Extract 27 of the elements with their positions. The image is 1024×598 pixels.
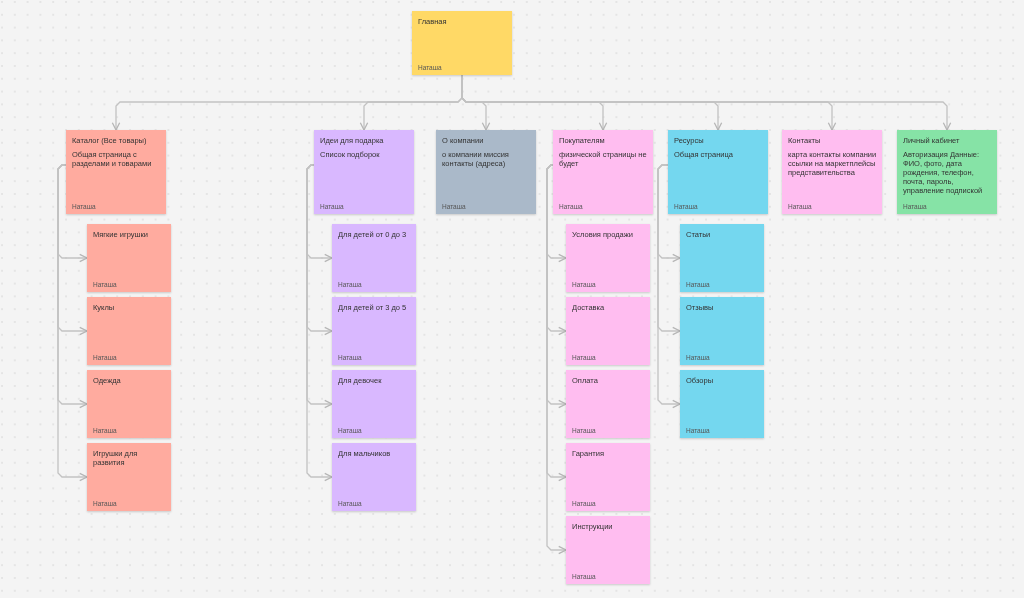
- sticky-note: [412, 11, 512, 75]
- sticky-note: [87, 297, 171, 365]
- sticky-note: [680, 224, 764, 292]
- sticky-note: [566, 370, 650, 438]
- sticky-note: [332, 443, 416, 511]
- sticky-note: [680, 370, 764, 438]
- sticky-note: [314, 130, 414, 214]
- connector-arrow: [306, 164, 333, 482]
- sticky-note: [66, 130, 166, 214]
- sticky-note: [566, 224, 650, 292]
- sticky-note: [680, 297, 764, 365]
- sticky-note: [332, 370, 416, 438]
- sticky-note: [897, 130, 997, 214]
- sticky-note: [782, 130, 882, 214]
- sticky-note: [553, 130, 653, 214]
- sticky-note: [436, 130, 536, 214]
- sticky-note: [87, 224, 171, 292]
- sticky-note: [566, 516, 650, 584]
- sticky-note: [668, 130, 768, 214]
- connector-arrow: [57, 164, 88, 482]
- sticky-note: [566, 297, 650, 365]
- sticky-note: [87, 443, 171, 511]
- sticky-note: [332, 224, 416, 292]
- sticky-note: [332, 297, 416, 365]
- connector-arrow: [657, 164, 681, 409]
- sticky-note: [566, 443, 650, 511]
- sticky-note: [87, 370, 171, 438]
